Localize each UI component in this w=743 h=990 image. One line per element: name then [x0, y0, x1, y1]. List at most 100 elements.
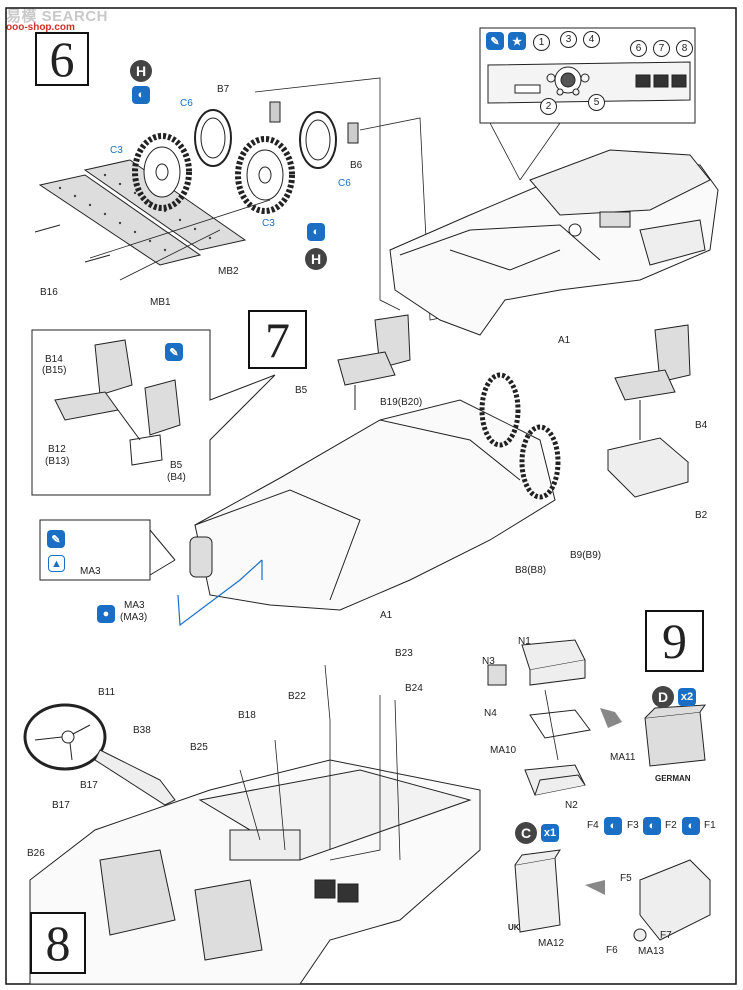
paint-d-icon: D — [652, 686, 674, 708]
label-b4: B4 — [695, 420, 708, 431]
wheel-right — [235, 136, 295, 214]
label-f5: F5 — [620, 873, 632, 884]
brush-icon: ✎ — [486, 32, 504, 50]
label-f2: F2 — [665, 820, 677, 831]
label-n3: N3 — [482, 656, 495, 667]
tire-ring-left — [194, 109, 232, 167]
label-ma3: MA3 — [80, 566, 101, 577]
step-7-box: 7 — [248, 310, 307, 369]
label-b5: B5 — [295, 385, 308, 396]
label-b11: B11 — [98, 687, 116, 698]
label-b24: B24 — [405, 683, 423, 694]
jerry-can-ma11 — [644, 704, 707, 767]
label-ma10: MA10 — [490, 745, 517, 756]
label-b15: (B15) — [42, 365, 67, 376]
paint-c-icon: C — [515, 822, 537, 844]
quantity-badge: x2 — [678, 688, 696, 706]
label-f4: F4 — [587, 820, 599, 831]
glue-icon: ◐ — [307, 223, 325, 241]
label-b16: B16 — [40, 287, 58, 298]
drop-icon: ● — [97, 605, 115, 623]
label-b23: B23 — [395, 648, 413, 659]
seat-base-b2 — [607, 437, 690, 498]
label-ma3: MA3 — [124, 600, 145, 611]
label-b8: B8(B8) — [515, 565, 547, 576]
jerry-can-ma12 — [514, 849, 561, 933]
label-n2: N2 — [565, 800, 578, 811]
quantity-badge: x1 — [541, 824, 559, 842]
label-b17: B17 — [52, 800, 70, 811]
step-6-box: 6 — [35, 32, 89, 86]
label-b5-inset: B5 — [170, 460, 183, 471]
dashboard-panel — [487, 61, 691, 104]
jerry-can-n1 — [487, 639, 586, 686]
label-b7: B7 — [217, 84, 230, 95]
label-b2: B2 — [695, 510, 708, 521]
callout-7: 7 — [653, 40, 670, 57]
tray-n2 — [524, 764, 586, 796]
glue-icon: ◐ — [132, 86, 150, 104]
brush-icon: ✎ — [47, 530, 65, 548]
label-uk: UK — [508, 923, 520, 932]
label-b22: B22 — [288, 691, 306, 702]
jeep-body-step8 — [29, 759, 481, 985]
label-mb2: MB2 — [218, 266, 239, 277]
label-c6: C6 — [180, 98, 193, 109]
label-b18: B18 — [238, 710, 256, 721]
label-b17: B17 — [80, 780, 98, 791]
label-german: GERMAN — [655, 774, 691, 783]
watermark-logo: 易模 SEARCH — [6, 8, 109, 25]
label-f6: F6 — [606, 945, 618, 956]
wheel-left — [132, 133, 192, 211]
perforated-plank-mb1 — [38, 174, 202, 266]
glue-icon: ◐ — [682, 817, 700, 835]
label-c3: C3 — [262, 218, 275, 229]
label-ma12: MA12 — [538, 938, 565, 949]
label-c3: C3 — [110, 145, 123, 156]
label-mb1: MB1 — [150, 297, 171, 308]
jeep-body-a1-step7 — [189, 372, 561, 611]
callout-1: 1 — [533, 34, 550, 51]
label-b12: B12 — [48, 444, 66, 455]
label-ma13: MA13 — [638, 946, 665, 957]
callout-5: 5 — [588, 94, 605, 111]
label-b6: B6 — [350, 160, 363, 171]
tire-ring-right — [299, 111, 337, 169]
paint-h-icon: H — [305, 248, 327, 270]
cement-icon: ▲ — [48, 555, 65, 572]
label-b13: (B13) — [45, 456, 70, 467]
paint-h-icon: H — [130, 60, 152, 82]
label-b25: B25 — [190, 742, 208, 753]
callout-8: 8 — [676, 40, 693, 57]
step-9-box: 9 — [645, 610, 704, 672]
star-icon: ★ — [508, 32, 526, 50]
label-b9: B9(B9) — [570, 550, 602, 561]
label-f7: F7 — [660, 930, 672, 941]
label-b38: B38 — [133, 725, 151, 736]
callout-2: 2 — [540, 98, 557, 115]
label-a1: A1 — [380, 610, 393, 621]
label-ma11: MA11 — [610, 752, 636, 763]
callout-6: 6 — [630, 40, 647, 57]
glue-icon: ◐ — [643, 817, 661, 835]
jerry-can-f1 — [633, 859, 711, 942]
glue-icon: ◐ — [604, 817, 622, 835]
tray-ma10 — [529, 709, 591, 739]
callout-4: 4 — [583, 31, 600, 48]
callout-3: 3 — [560, 31, 577, 48]
step-8-box: 8 — [30, 912, 86, 974]
label-b26: B26 — [27, 848, 45, 859]
jeep-body-a1-step6 — [389, 149, 719, 336]
brush-icon: ✎ — [165, 343, 183, 361]
label-a1: A1 — [558, 335, 571, 346]
label-f1: F1 — [704, 820, 716, 831]
label-b19: B19(B20) — [380, 397, 423, 408]
label-n4: N4 — [484, 708, 497, 719]
seat-b4 — [614, 324, 691, 440]
label-b4-inset: (B4) — [167, 472, 186, 483]
label-c6: C6 — [338, 178, 351, 189]
label-b14: B14 — [45, 354, 63, 365]
label-f3: F3 — [627, 820, 639, 831]
seat-b5 — [337, 314, 411, 410]
